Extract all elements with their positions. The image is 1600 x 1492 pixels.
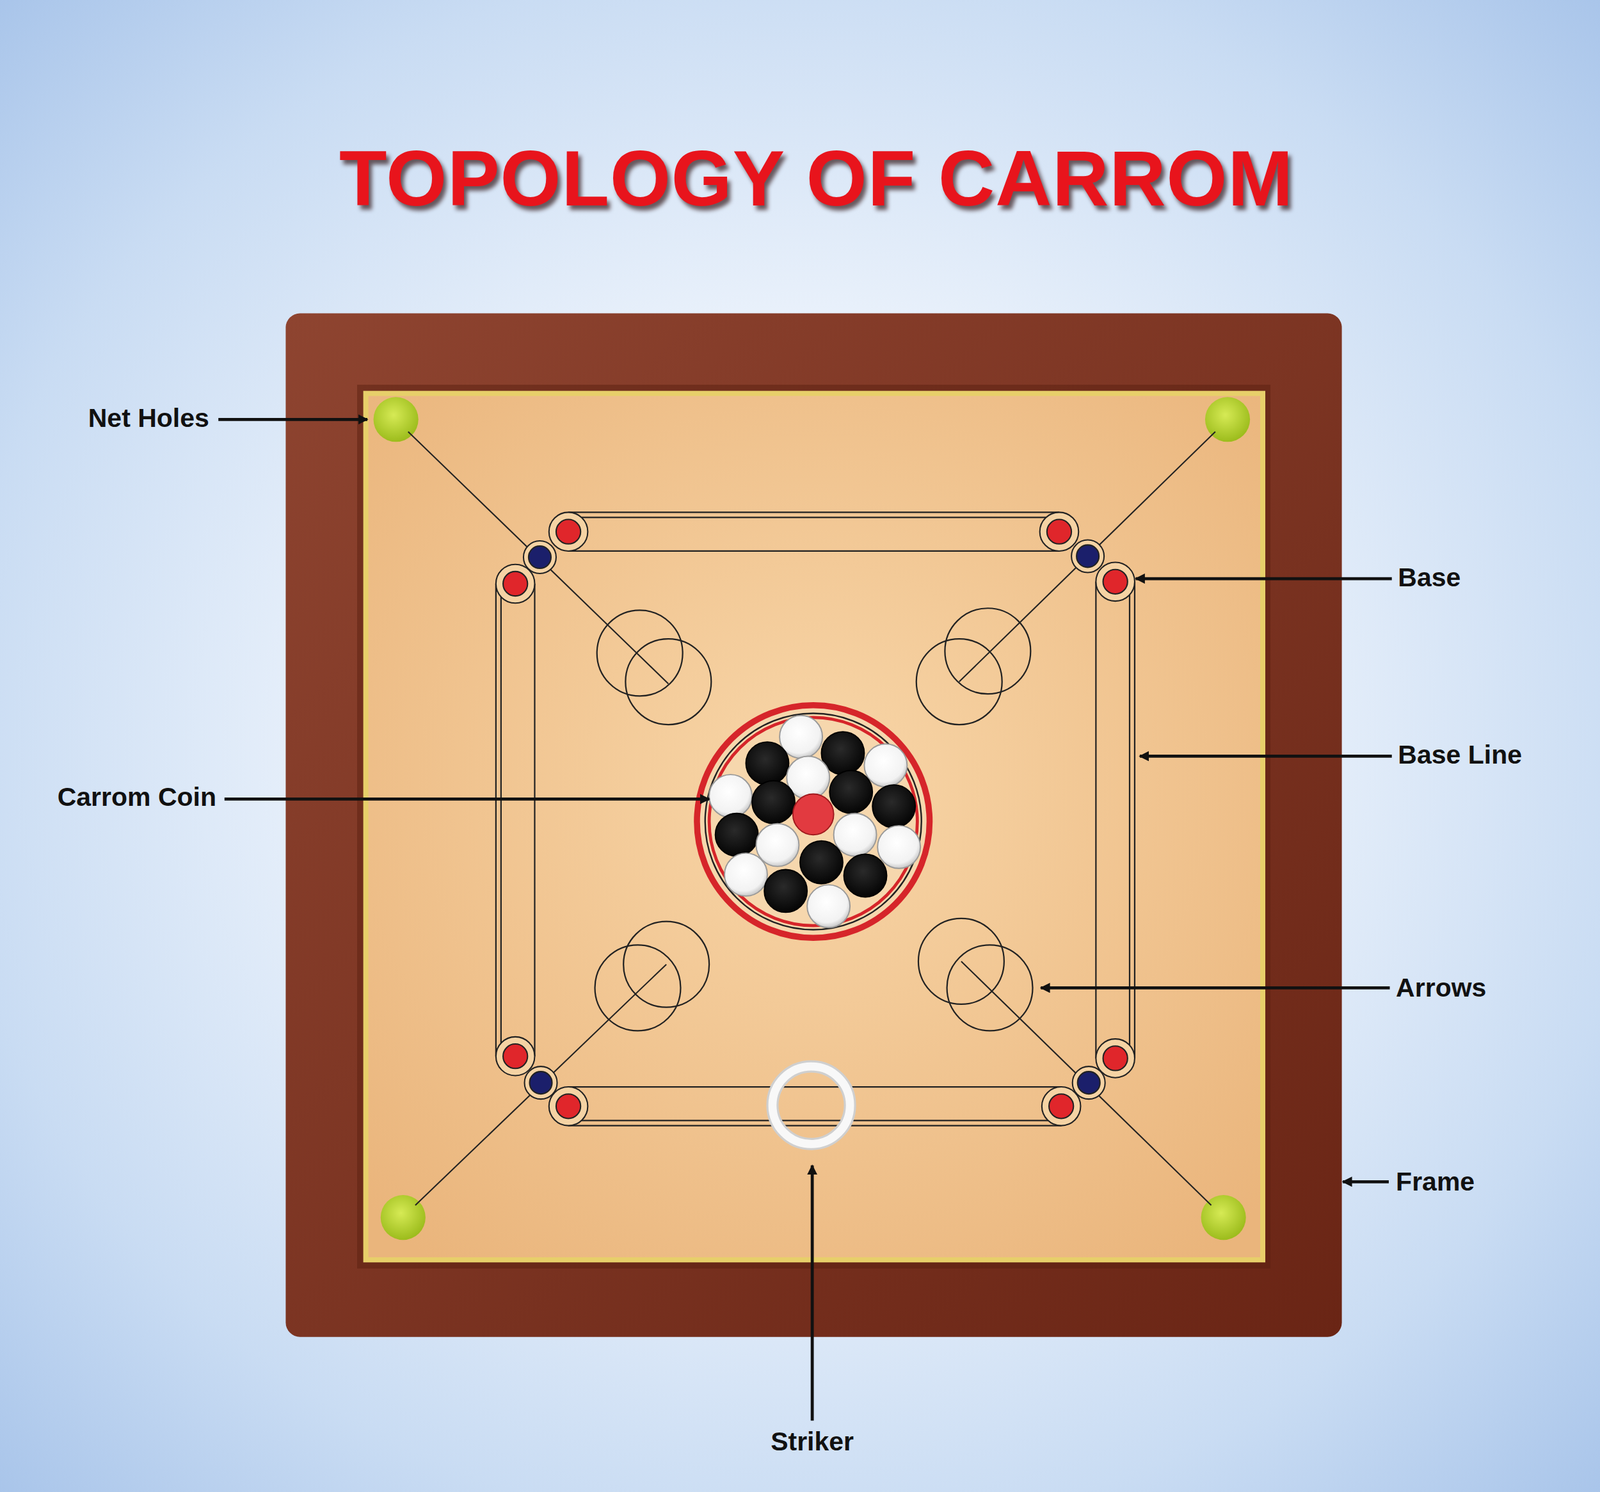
base-ring (1040, 512, 1080, 552)
diagonal-line (961, 961, 1212, 1206)
arrow-circle (918, 918, 1005, 1005)
part-label: Base (1397, 561, 1461, 594)
white-coin (833, 813, 877, 857)
base-dot (503, 571, 528, 596)
white-coin (755, 823, 799, 867)
white-coin (877, 825, 921, 869)
base-line (568, 511, 1060, 513)
white-coin (709, 774, 752, 818)
base-dot (529, 1071, 552, 1094)
base-dot (556, 519, 581, 544)
black-coin (800, 840, 843, 884)
playing-surface (368, 396, 1261, 1258)
arrow-circle (625, 638, 712, 725)
base-dot (1048, 1093, 1074, 1119)
base-dot (1077, 1071, 1101, 1094)
arrow-circle (595, 944, 681, 1031)
center-ring (696, 705, 930, 939)
arrow-circle (623, 921, 710, 1008)
base-line (533, 583, 536, 1056)
base-dot (528, 545, 552, 569)
frame-inner-shadow (357, 384, 1271, 1269)
black-coin (715, 813, 759, 857)
arrow-circle (944, 608, 1031, 694)
arrow-circle (916, 638, 1003, 725)
arrow-circle (947, 944, 1033, 1031)
part-label: Base Line (1397, 739, 1522, 771)
leader-line (1040, 986, 1390, 990)
leader-line (810, 1165, 815, 1421)
base-ring (1071, 539, 1104, 573)
base-line (568, 516, 1060, 518)
base-dot (1047, 519, 1072, 544)
part-label: Carrom Coin (57, 781, 217, 813)
base-line (568, 550, 1060, 552)
diagonal-line (408, 431, 669, 684)
striker (772, 1066, 850, 1144)
black-coin (872, 784, 916, 828)
base-ring (1095, 562, 1135, 602)
base-ring (1072, 1066, 1106, 1099)
base-ring (523, 540, 557, 574)
base-line (568, 1086, 1062, 1088)
base-ring (524, 1066, 558, 1099)
black-coin (752, 780, 795, 824)
part-label: Net Holes (88, 402, 210, 434)
surface-edge (363, 391, 1266, 1263)
base-dot (1103, 1045, 1128, 1071)
base-ring (1041, 1086, 1081, 1126)
arrow-circle (597, 609, 683, 696)
part-label: Arrows (1395, 972, 1487, 1004)
leader-line (224, 797, 710, 801)
base-line (500, 583, 502, 1056)
striker (772, 1066, 850, 1144)
leader-line (1139, 754, 1392, 758)
queen-coin (792, 793, 834, 835)
leader-line (218, 417, 368, 422)
diagonal-line (959, 431, 1216, 682)
leader-line (1342, 1180, 1389, 1184)
base-line (568, 1124, 1062, 1126)
title: TOPOLOGY OF CARROM (339, 135, 1294, 222)
white-coin (864, 743, 907, 787)
white-coin (724, 853, 768, 896)
center-circle (705, 712, 922, 930)
black-coin (829, 770, 873, 814)
base-dot (1103, 569, 1128, 594)
leader-line (1136, 577, 1392, 581)
base-ring (549, 1086, 589, 1126)
base-line (568, 1120, 1062, 1122)
base-dot (556, 1093, 581, 1119)
base-ring (496, 1036, 536, 1076)
part-label: Frame (1395, 1166, 1475, 1198)
base-dot (1076, 544, 1099, 568)
base-ring (549, 512, 589, 552)
part-label: Striker (770, 1425, 854, 1458)
base-line (495, 583, 497, 1056)
base-dot (503, 1043, 528, 1069)
black-coin (745, 741, 789, 785)
diagonal-line (415, 964, 667, 1206)
white-coin (807, 884, 850, 928)
black-coin (844, 854, 888, 898)
black-coin (764, 869, 808, 912)
